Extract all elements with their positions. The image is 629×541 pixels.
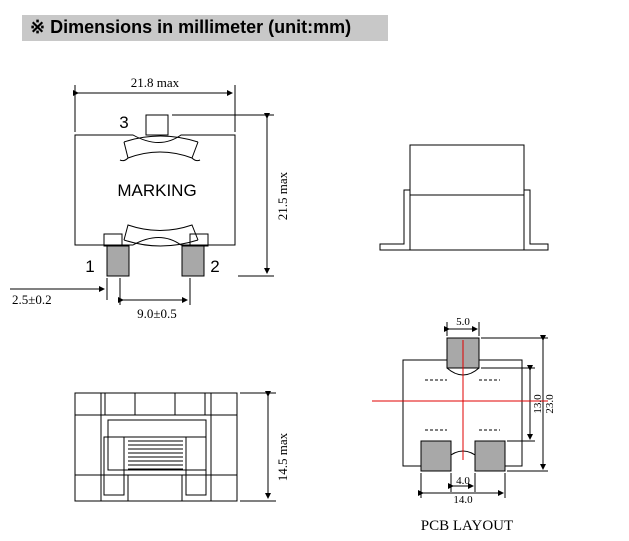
upper-arc (123, 135, 199, 143)
height-dim-label: 21.5 max (275, 171, 290, 220)
pin1-offset-label: 2.5±0.2 (12, 292, 52, 307)
bottom-view (74, 391, 276, 502)
pin2-label: 2 (210, 257, 219, 276)
page-title: ※ Dimensions in millimeter (unit:mm) (30, 17, 352, 37)
pcb-pad-gap-label: 4.0 (456, 475, 470, 487)
side-view (379, 144, 549, 251)
pin3-label: 3 (119, 113, 128, 132)
lower-arc (123, 239, 199, 247)
pcb-pad-width-label: 5.0 (456, 316, 470, 328)
pin1-label: 1 (85, 257, 94, 276)
bottom-height-label: 14.5 max (275, 432, 290, 481)
pcb-layout (402, 322, 548, 498)
pcb-total-height-label: 23.0 (544, 394, 556, 414)
pcb-inner-height-label: 13.0 (532, 394, 544, 414)
pin-spacing-label: 9.0±0.5 (137, 306, 177, 321)
width-dim-label: 21.8 max (131, 75, 180, 90)
pcb-layout-title: PCB LAYOUT (421, 518, 513, 534)
coil-windings (128, 440, 183, 470)
pcb-pad-right (474, 440, 506, 472)
pcb-pad-left (420, 440, 452, 472)
pcb-centerlines (372, 340, 548, 460)
top-view-body (74, 134, 236, 246)
pin3-tab (145, 114, 169, 136)
marking-label: MARKING (117, 181, 196, 200)
pcb-total-width-label: 14.0 (453, 494, 473, 506)
pin2-pad (181, 245, 205, 277)
pin1-pad (106, 245, 130, 277)
top-view (10, 85, 274, 305)
header-bar (22, 15, 388, 41)
